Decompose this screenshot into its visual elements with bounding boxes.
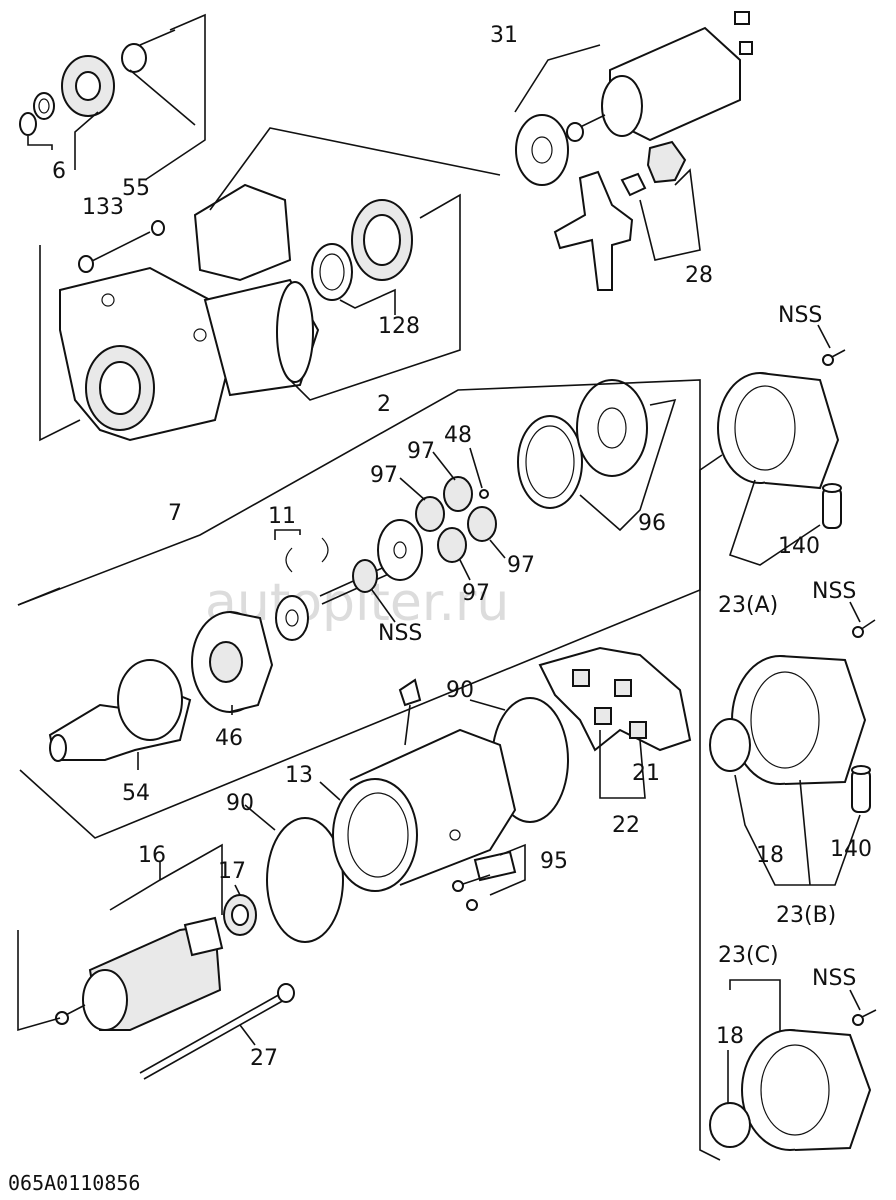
label-2: 2 <box>377 392 391 417</box>
label-128: 128 <box>378 314 420 339</box>
part-95-terminal <box>452 850 517 911</box>
part-13-yoke <box>332 678 517 892</box>
bracket-7 <box>17 379 701 839</box>
label-95: 95 <box>540 849 568 874</box>
part-140-pin-a <box>822 483 842 529</box>
part-48-ball <box>479 489 489 499</box>
label-97-a: 97 <box>370 463 398 488</box>
leader-95 <box>489 843 526 896</box>
part-55-pinion-gear <box>61 43 147 117</box>
leader-23b <box>734 774 861 886</box>
leader-96 <box>579 398 677 532</box>
label-46: 46 <box>215 726 243 751</box>
label-31: 31 <box>490 23 518 48</box>
label-27: 27 <box>250 1046 278 1071</box>
part-11-clips <box>285 537 329 573</box>
part-18-plate-a <box>709 718 751 772</box>
leader-21-22 <box>599 730 646 799</box>
label-6: 6 <box>52 159 66 184</box>
part-18-plate-b <box>709 1102 751 1148</box>
label-nss-4: NSS <box>812 966 856 991</box>
label-54: 54 <box>122 781 150 806</box>
label-nss-3: NSS <box>812 579 856 604</box>
label-nss-2: NSS <box>378 621 422 646</box>
part-31-solenoid <box>515 11 753 186</box>
part-23c-end-cover <box>741 1029 872 1151</box>
leader-lines-2 <box>39 127 501 442</box>
part-90-o-ring-b <box>266 817 344 943</box>
label-21: 21 <box>632 761 660 786</box>
label-140-b: 140 <box>830 837 872 862</box>
leader-lines-6-55 <box>27 13 206 181</box>
label-22: 22 <box>612 813 640 838</box>
leader-28 <box>639 168 701 261</box>
label-28: 28 <box>685 263 713 288</box>
label-133: 133 <box>82 195 124 220</box>
part-6-snap-rings <box>19 92 55 136</box>
part-97-planet-gears <box>415 476 497 563</box>
label-13: 13 <box>285 763 313 788</box>
nss-screw-1 <box>822 349 846 366</box>
part-17-bearing <box>223 894 257 936</box>
label-97-d: 97 <box>462 581 490 606</box>
part-23a-end-cover <box>717 372 840 490</box>
label-23a: 23(A) <box>718 593 778 618</box>
thrust-washer <box>275 595 309 641</box>
part-128-bearing <box>311 199 413 301</box>
part-140-pin-b <box>851 765 871 813</box>
bracket-right-group <box>699 454 723 1161</box>
nss-screw-4 <box>852 1009 877 1026</box>
part-96-washers <box>517 379 648 509</box>
label-90-b: 90 <box>226 791 254 816</box>
part-46-internal-gear <box>191 611 274 713</box>
label-140-a: 140 <box>778 534 820 559</box>
planet-carrier-shaft <box>319 519 423 605</box>
leader-13 <box>319 781 341 801</box>
figure-code: 065A0110856 <box>8 1171 140 1195</box>
bracket-16 <box>17 930 61 1032</box>
leader-23c <box>729 979 781 1040</box>
leader-16 <box>109 843 223 915</box>
label-55: 55 <box>122 176 150 201</box>
label-96: 96 <box>638 511 666 536</box>
label-18-a: 18 <box>756 843 784 868</box>
label-16: 16 <box>138 843 166 868</box>
label-11: 11 <box>268 504 296 529</box>
part-2-housing <box>59 183 320 442</box>
leader-128 <box>339 288 396 315</box>
leader-27 <box>239 1024 256 1046</box>
label-18-b: 18 <box>716 1024 744 1049</box>
leader-23a-140 <box>728 479 821 566</box>
part-54-clutch-shaft <box>48 659 192 762</box>
nss-screw-3 <box>852 619 876 638</box>
label-90-a: 90 <box>446 678 474 703</box>
part-16-armature <box>55 916 224 1031</box>
label-nss-1: NSS <box>778 303 822 328</box>
part-21-brush-holder <box>538 646 692 752</box>
label-48: 48 <box>444 423 472 448</box>
label-17: 17 <box>218 859 246 884</box>
leader-31 <box>514 44 601 113</box>
part-28-shift-lever <box>553 140 687 291</box>
label-23c: 23(C) <box>718 943 779 968</box>
label-97-c: 97 <box>507 553 535 578</box>
part-27-through-bolt <box>139 983 295 1080</box>
part-133-bolt <box>78 220 165 273</box>
label-7: 7 <box>168 501 182 526</box>
label-23b: 23(B) <box>776 903 836 928</box>
part-23b-end-cover <box>731 655 867 785</box>
label-97-b: 97 <box>407 439 435 464</box>
leader-11 <box>274 529 301 540</box>
